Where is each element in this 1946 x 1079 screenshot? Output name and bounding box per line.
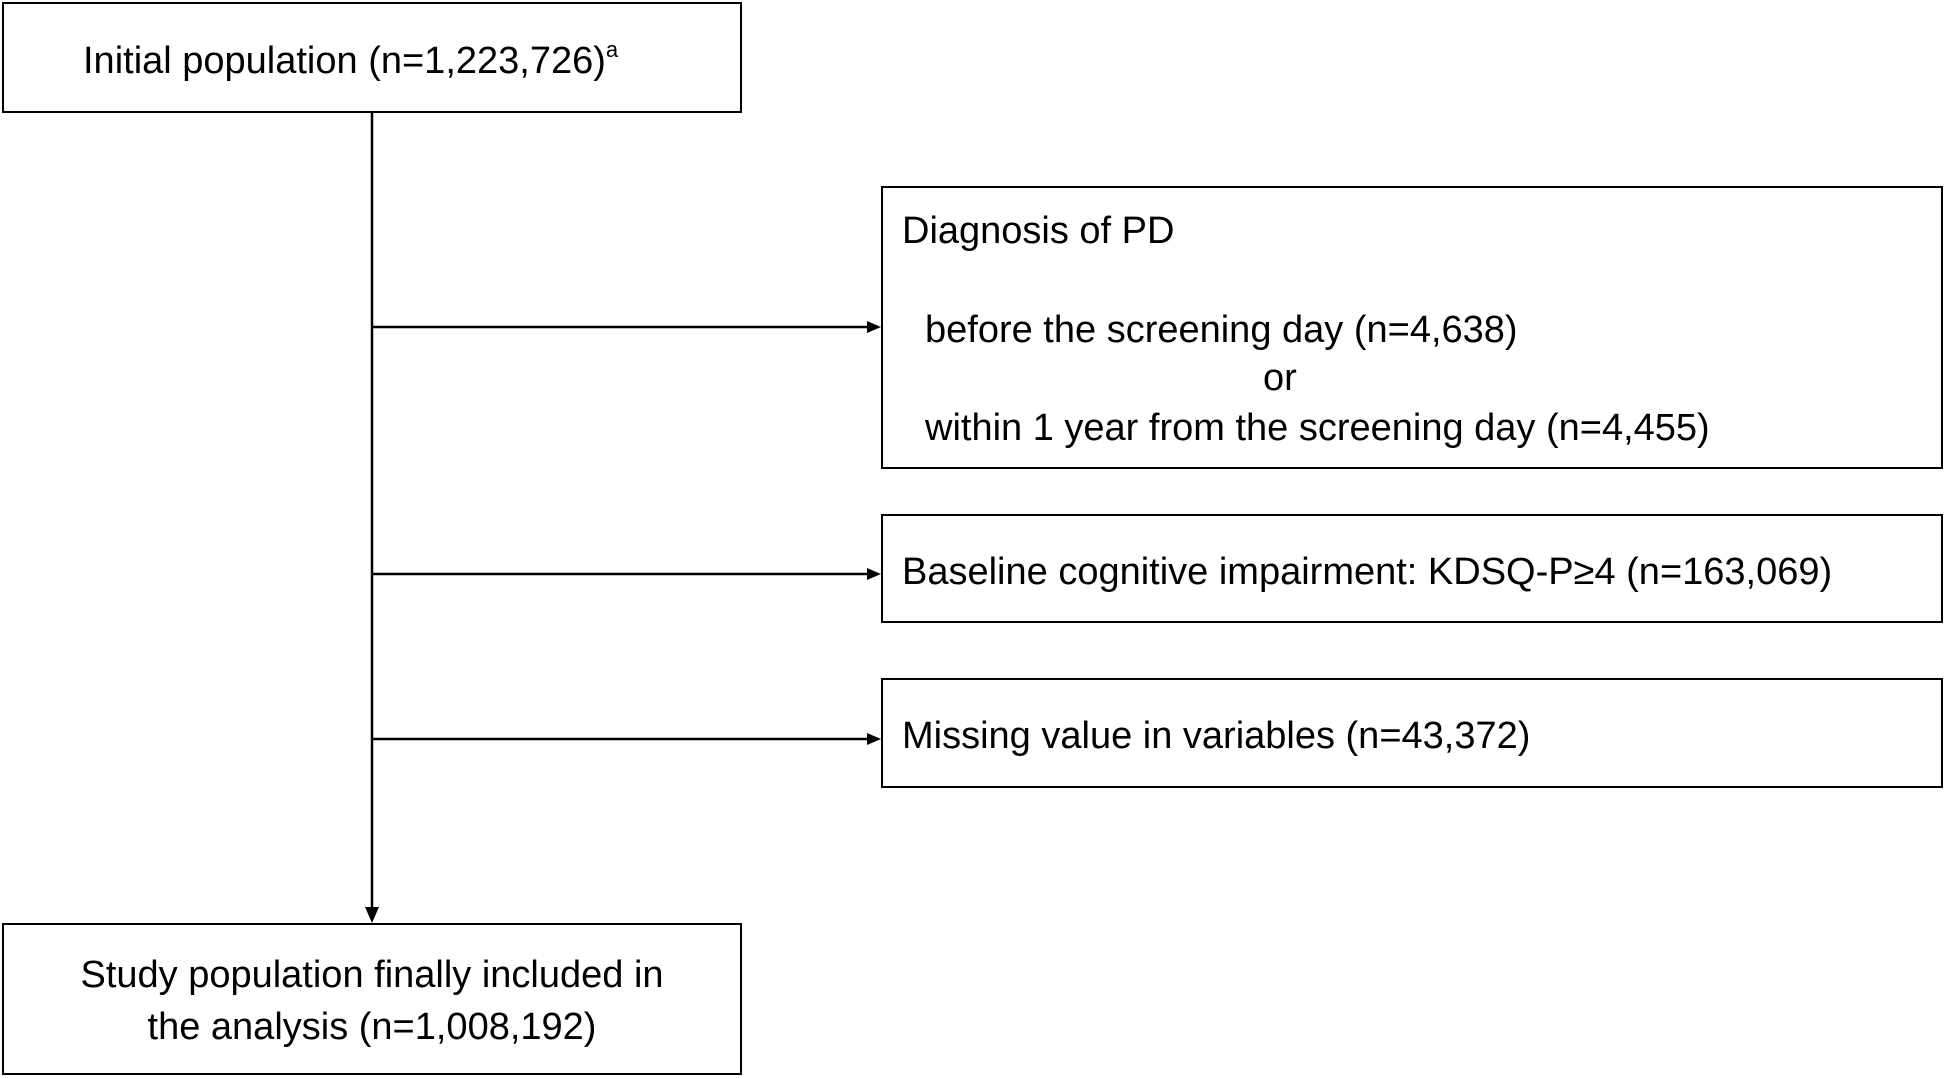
study-population-box: Study population finally included in the… [2, 923, 742, 1075]
exclusion-pd-box: Diagnosis of PD before the screening day… [881, 186, 1943, 469]
exclusion-pd-or: or [1263, 357, 1297, 399]
branch-arrow-missing-head [867, 733, 881, 745]
exclusion-pd-before: before the screening day (n=4,638) [925, 309, 1518, 351]
exclusion-missing-label: Missing value in variables (n=43,372) [902, 715, 1531, 757]
initial-population-text: Initial population (n=1,223,726) [83, 40, 606, 82]
initial-population-box: Initial population (n=1,223,726)a [2, 2, 742, 113]
branch-arrow-cognitive-head [867, 568, 881, 580]
exclusion-missing-box: Missing value in variables (n=43,372) [881, 678, 1943, 788]
branch-arrow-pd-head [867, 321, 881, 333]
main-arrow-head [365, 907, 379, 923]
initial-population-label: Initial population (n=1,223,726)a [83, 39, 618, 82]
exclusion-cognitive-label: Baseline cognitive impairment: KDSQ-P≥4 … [902, 551, 1833, 593]
exclusion-pd-within: within 1 year from the screening day (n=… [925, 407, 1710, 449]
study-population-line1: Study population finally included in [80, 954, 664, 996]
exclusion-cognitive-box: Baseline cognitive impairment: KDSQ-P≥4 … [881, 514, 1943, 623]
footnote-marker: a [605, 37, 619, 62]
study-population-line2: the analysis (n=1,008,192) [147, 1006, 597, 1048]
exclusion-pd-title: Diagnosis of PD [902, 210, 1175, 252]
